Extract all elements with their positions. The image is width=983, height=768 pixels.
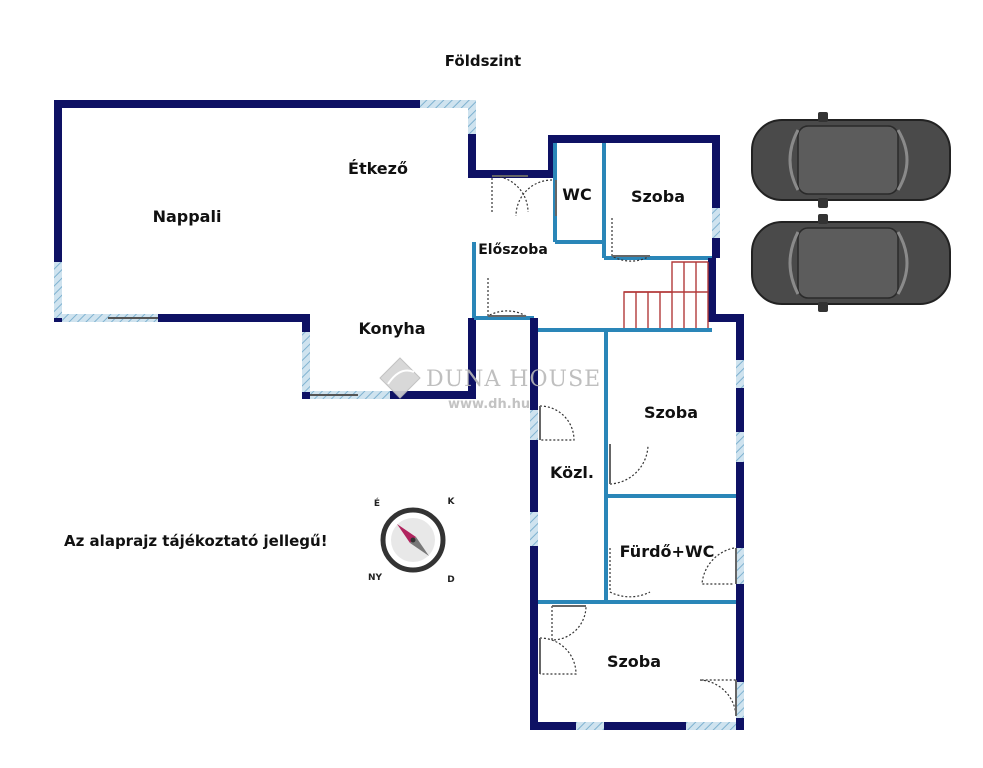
compass-north: É (374, 497, 380, 509)
room-label-szoba-top: Szoba (631, 187, 685, 206)
disclaimer-note: Az alaprajz tájékoztató jellegű! (64, 532, 328, 550)
compass-icon: É K D NY (368, 497, 456, 585)
compass-east: K (448, 497, 456, 507)
room-label-eloszoba: Előszoba (478, 242, 548, 258)
room-label-kozl: Közl. (550, 463, 594, 482)
room-label-wc: WC (562, 185, 591, 204)
right-wing-outer-walls (530, 258, 744, 730)
room-label-furdo: Fürdő+WC (620, 542, 715, 561)
door-leaves (488, 175, 737, 716)
windows-right-wing (530, 360, 744, 730)
room-label-szoba-bottom: Szoba (607, 652, 661, 671)
inner-walls-right (538, 328, 736, 604)
watermark-logo-icon (379, 357, 421, 399)
watermark: DUNA HOUSE www.dh.hu (379, 357, 601, 412)
compass-south: D (447, 575, 454, 585)
room-label-etkezo: Étkező (348, 159, 408, 178)
staircase (623, 261, 709, 328)
room-label-konyha: Konyha (358, 319, 425, 338)
car-icon-bottom (751, 214, 951, 312)
floor-title: Földszint (445, 52, 521, 70)
room-label-szoba-middle: Szoba (644, 403, 698, 422)
car-icon-top (751, 112, 951, 208)
windows-left-wing (54, 100, 720, 399)
compass-west: NY (368, 573, 383, 583)
left-wing-outer-walls (54, 100, 720, 399)
room-label-nappali: Nappali (153, 207, 222, 226)
watermark-brand: DUNA HOUSE (426, 367, 601, 392)
doors (487, 175, 737, 717)
watermark-url: www.dh.hu (448, 397, 530, 412)
